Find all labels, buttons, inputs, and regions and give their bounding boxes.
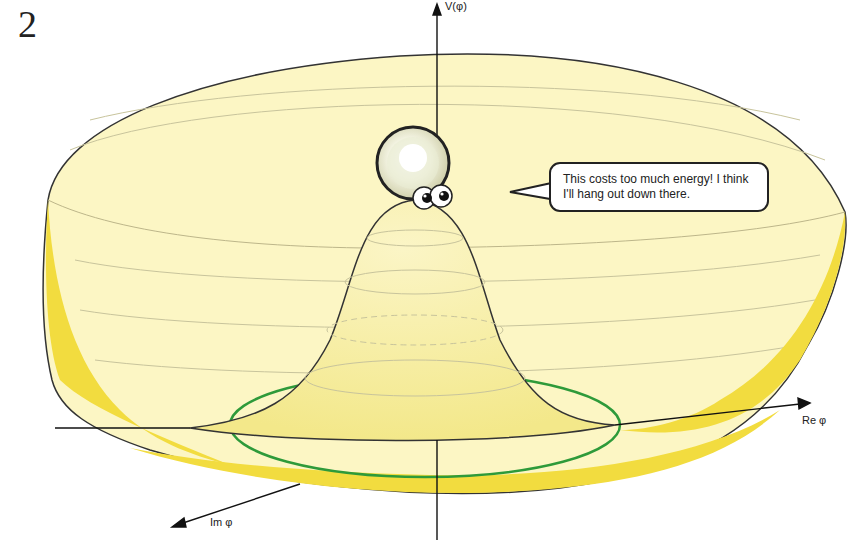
central-hump bbox=[190, 200, 615, 440]
axis-label: Im φ bbox=[210, 516, 232, 528]
ball-character bbox=[377, 127, 452, 209]
hump-contours bbox=[305, 230, 525, 396]
left-wall bbox=[46, 200, 230, 465]
speech-bubble: This costs too much energy! I think I'll… bbox=[549, 162, 769, 212]
axes bbox=[55, 4, 810, 540]
bubble-text: This costs too much energy! I think I'll… bbox=[563, 172, 755, 202]
bowl-surface bbox=[43, 54, 846, 494]
axis-label: V(φ) bbox=[445, 0, 467, 12]
figure-number: 2 bbox=[18, 2, 37, 46]
axis-label: Re φ bbox=[802, 414, 826, 426]
right-wall bbox=[620, 212, 845, 432]
